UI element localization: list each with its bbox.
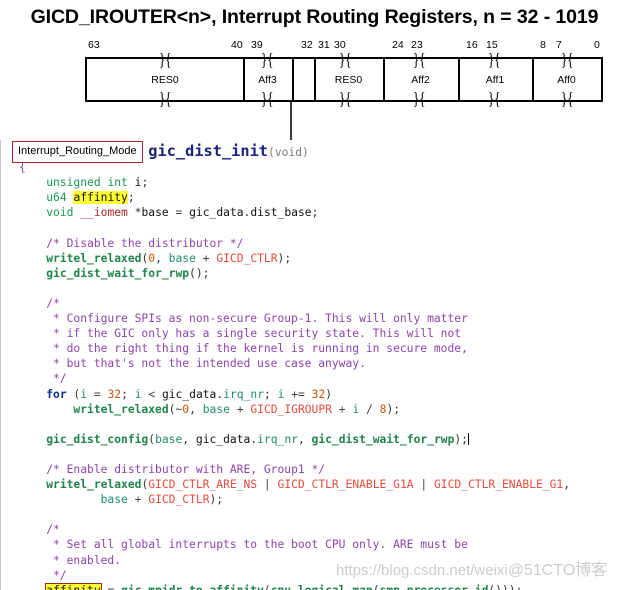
bit-label-0: 0	[594, 39, 600, 51]
break-mark-icon: }{	[413, 49, 426, 70]
break-mark-icon: }{	[488, 49, 501, 70]
bit-label-63: 63	[88, 39, 100, 51]
text-cursor	[467, 432, 469, 445]
break-mark-icon: }{	[413, 88, 426, 109]
break-mark-icon: }{	[339, 49, 352, 70]
field-divider-40-39	[243, 59, 245, 100]
break-mark-icon: }{	[159, 49, 172, 70]
bit-label-32: 32	[301, 39, 313, 51]
field-label-aff2: Aff2	[411, 74, 430, 86]
break-mark-icon: }{	[488, 88, 501, 109]
bit-label-7: 7	[556, 39, 562, 51]
bit-label-30: 30	[334, 39, 346, 51]
break-mark-icon: }{	[261, 49, 274, 70]
field-label-aff1: Aff1	[485, 74, 505, 86]
field-divider-16-15	[458, 59, 460, 100]
bit-label-15: 15	[486, 39, 498, 51]
field-divider-8-7	[532, 59, 534, 100]
break-mark-icon: }{	[159, 88, 172, 109]
source-code[interactable]: static void __init gic_dist_init(void) {…	[1, 140, 629, 590]
break-mark-icon: }{	[561, 49, 574, 70]
field-divider-24-23	[383, 59, 385, 100]
callout-leader-line-vertical	[290, 102, 292, 153]
bit-label-40: 40	[231, 39, 243, 51]
register-box: RES0 Aff3 RES0 Aff2 Aff1 Aff0 }{ }{ }{ }…	[85, 49, 603, 109]
bit-label-8: 8	[540, 39, 546, 51]
code-viewer[interactable]: static void __init gic_dist_init(void) {…	[0, 140, 629, 590]
field-divider-31-30	[314, 59, 316, 100]
register-bitfield-diagram: 63 40 39 32 31 30 24 23 16 15 8 7 0 RES0…	[0, 31, 629, 163]
page-title: GICD_IROUTER<n>, Interrupt Routing Regis…	[30, 6, 599, 28]
callout-interrupt-routing-mode: Interrupt_Routing_Mode	[12, 141, 143, 163]
break-mark-icon: }{	[339, 88, 352, 109]
bit-label-31: 31	[318, 39, 330, 51]
bit-label-16: 16	[466, 39, 478, 51]
field-divider-32-31	[292, 59, 294, 100]
break-mark-icon: }{	[261, 88, 274, 109]
break-mark-icon: }{	[561, 88, 574, 109]
field-label-aff3: Aff3	[258, 74, 277, 86]
field-label-aff0: Aff0	[557, 74, 576, 86]
bit-label-24: 24	[392, 39, 404, 51]
bit-label-39: 39	[251, 39, 263, 51]
field-label-res0-hi: RES0	[151, 74, 179, 86]
bit-label-23: 23	[411, 39, 423, 51]
field-label-res0-lo: RES0	[334, 74, 363, 86]
boxed-highlight-affinity: affinity	[45, 582, 102, 590]
